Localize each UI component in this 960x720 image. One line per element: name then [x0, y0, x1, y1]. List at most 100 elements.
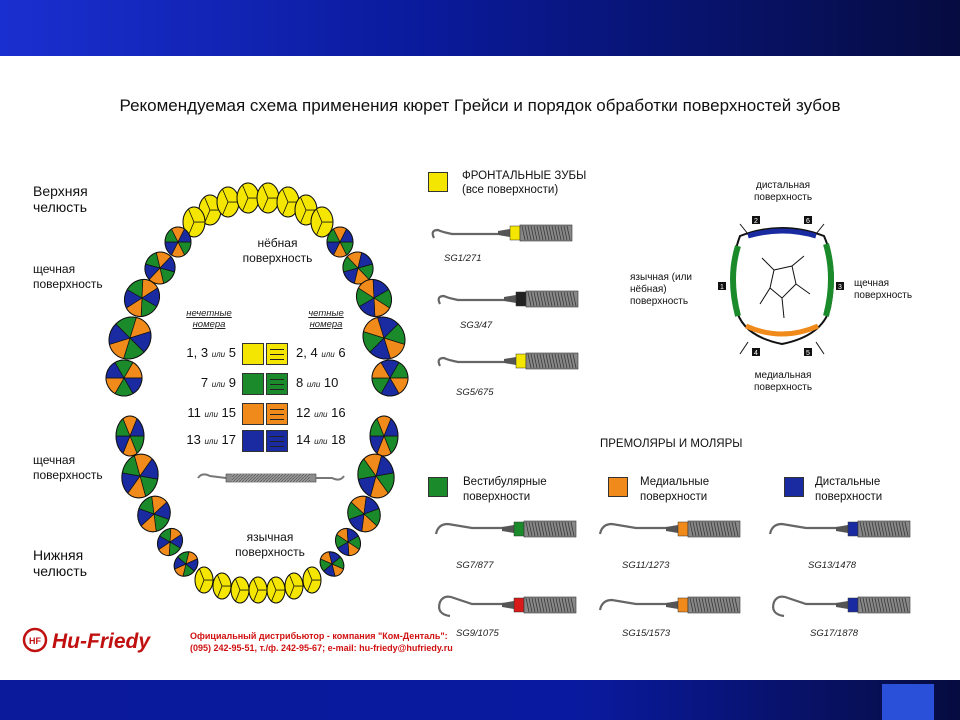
instrument-label: SG1/271 — [444, 253, 482, 264]
dental-arch-diagram — [105, 182, 409, 604]
frontal-subheading: (все поверхности) — [462, 184, 559, 196]
premolars-heading: ПРЕМОЛЯРЫ И МОЛЯРЫ — [600, 438, 743, 450]
surface-marker-icon: 6 — [804, 216, 812, 225]
top-banner — [0, 0, 960, 56]
even-number-alt: 10 — [323, 375, 339, 390]
tooth-icon — [362, 316, 406, 360]
odd-numbers: 1, 3 — [186, 345, 209, 360]
odd-number-range: 7 или 9 — [166, 375, 236, 392]
curette-instrument-icon — [431, 224, 573, 242]
curette-instrument-icon — [437, 290, 579, 308]
tooth-icon — [284, 572, 304, 600]
tooth-icon — [347, 495, 381, 533]
bottom-accent-square — [882, 684, 934, 720]
tooth-icon — [319, 551, 345, 577]
tooth-icon — [357, 453, 395, 499]
lingual-palatal-surface-label: язычная (или нёбная) поверхность — [630, 272, 693, 307]
odd-number-alt: 15 — [221, 405, 236, 420]
tooth-icon — [108, 316, 152, 360]
tooth-icon — [105, 359, 143, 397]
even-number-range: 8 или 10 — [296, 375, 366, 392]
instrument-label: SG11/1273 — [622, 560, 670, 571]
svg-text:Hu-Friedy: Hu-Friedy — [52, 630, 151, 653]
distributor-line-2: (095) 242-95-51, т./ф. 242-95-67; e-mail… — [190, 643, 453, 653]
svg-text:2: 2 — [754, 218, 758, 225]
lower-jaw-label: Нижняя челюсть — [33, 547, 87, 579]
odd-color-swatch — [242, 343, 264, 365]
even-color-swatch — [266, 403, 288, 425]
svg-text:4: 4 — [754, 350, 758, 357]
tooth-icon — [266, 576, 286, 604]
curette-instrument-icon — [438, 595, 577, 618]
medial-color-swatch — [608, 477, 628, 497]
tooth-icon — [216, 186, 240, 218]
curette-instrument-icon — [772, 595, 911, 618]
even-numbers: 8 — [296, 375, 304, 390]
instrument-label: SG9/1075 — [456, 628, 499, 639]
instrument-label: SG17/1878 — [810, 628, 859, 639]
odd-number-alt: 17 — [221, 432, 236, 447]
surface-marker-icon: 3 — [836, 282, 844, 291]
tooth-icon — [355, 278, 393, 318]
vestibular-color-swatch — [428, 477, 448, 497]
svg-text:1: 1 — [720, 284, 724, 291]
instrument-label: SG13/1478 — [808, 560, 857, 571]
tooth-icon — [342, 251, 374, 285]
palatal-surface-label: нёбная поверхность — [242, 236, 313, 265]
or-word: или — [314, 410, 328, 419]
even-numbers: 2, 4 — [296, 345, 318, 360]
even-color-swatch — [266, 373, 288, 395]
tooth-icon — [194, 566, 214, 594]
tooth-icon — [230, 576, 250, 604]
odd-color-swatch — [242, 430, 264, 452]
tooth-icon — [164, 226, 192, 258]
curette-instrument-icon — [768, 520, 911, 538]
tooth-occlusal-diagram: 2 6 1 3 4 5 — [718, 216, 844, 357]
tooth-icon — [137, 495, 171, 533]
even-number-alt: 16 — [331, 405, 346, 420]
curette-instrument-icon — [437, 352, 579, 370]
frontal-heading: ФРОНТАЛЬНЫЕ ЗУБЫ — [462, 170, 587, 182]
even-color-swatch — [266, 343, 288, 365]
slide-title: Рекомендуемая схема применения кюрет Гре… — [119, 96, 841, 115]
tooth-icon — [256, 182, 280, 214]
tooth-icon — [156, 527, 184, 557]
or-word: или — [211, 350, 226, 359]
even-number-alt: 18 — [331, 432, 346, 447]
buccal-upper-label: щечная поверхность — [33, 262, 103, 291]
curette-instrument-icon — [434, 520, 577, 538]
tooth-icon — [302, 566, 322, 594]
even-number-range: 14 или 18 — [296, 432, 366, 449]
tooth-icon — [248, 576, 268, 604]
instrument-label: SG5/675 — [456, 387, 494, 398]
double-ended-instrument-icon — [197, 473, 345, 483]
medial-label: Медиальные поверхности — [640, 476, 710, 503]
svg-text:HF: HF — [29, 636, 41, 646]
even-number-alt: 6 — [338, 345, 346, 360]
distal-color-swatch — [784, 477, 804, 497]
upper-jaw-label: Верхняя челюсть — [33, 183, 88, 215]
or-word: или — [306, 380, 321, 389]
even-numbers: 14 — [296, 432, 311, 447]
odd-numbers: 13 — [186, 432, 201, 447]
frontal-color-swatch — [428, 172, 448, 192]
hu-friedy-logo: HF Hu-Friedy — [22, 627, 151, 653]
tooth-icon — [144, 251, 176, 285]
even-numbers: 12 — [296, 405, 311, 420]
tooth-icon — [123, 278, 161, 318]
surface-marker-icon: 5 — [804, 348, 812, 357]
even-numbers-header: четные номера — [308, 308, 344, 330]
tooth-icon — [326, 226, 354, 258]
tooth-icon — [173, 551, 199, 577]
tooth-icon — [121, 453, 159, 499]
odd-number-alt: 9 — [228, 375, 236, 390]
tooth-icon — [236, 182, 260, 214]
surface-marker-icon: 4 — [752, 348, 760, 357]
odd-number-range: 1, 3 или 5 — [166, 345, 236, 362]
odd-numbers: 7 — [200, 375, 209, 390]
tooth-icon — [212, 572, 232, 600]
tooth-icon — [371, 359, 409, 397]
or-word: или — [321, 350, 335, 359]
tooth-icon — [198, 194, 222, 226]
tooth-icon — [182, 206, 206, 238]
